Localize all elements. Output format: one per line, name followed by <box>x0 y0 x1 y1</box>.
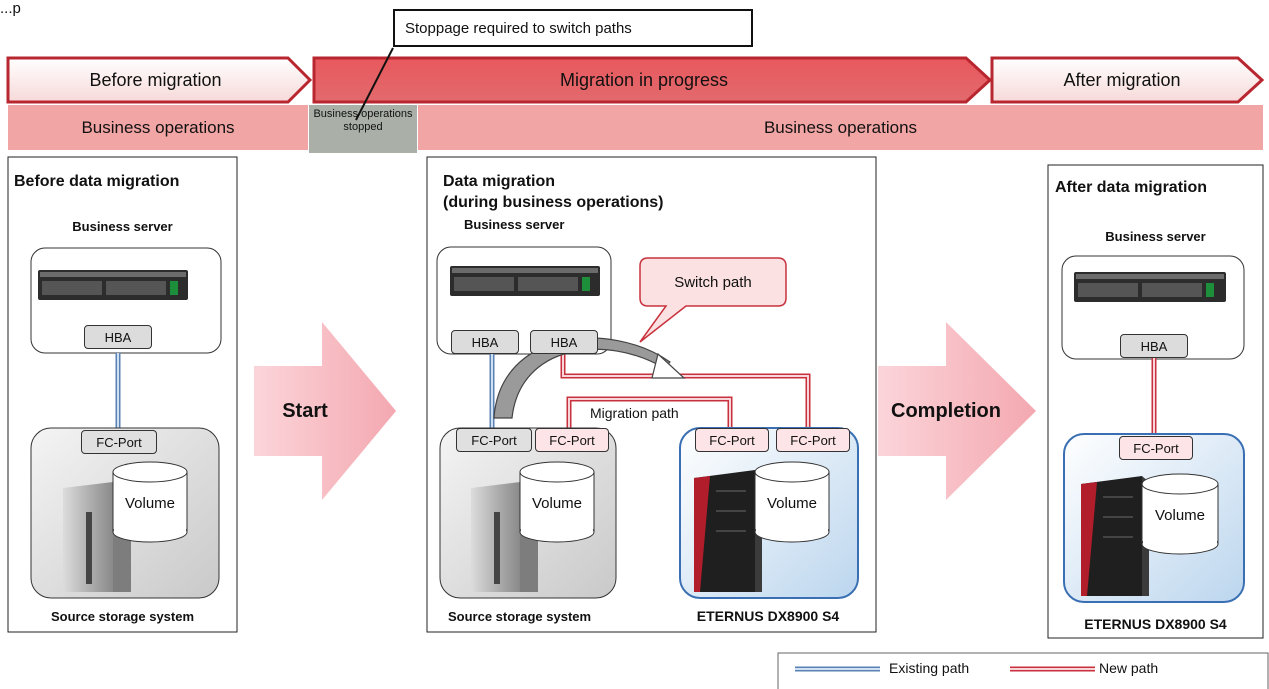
p2-title: Data migration (during business operatio… <box>443 171 663 213</box>
p3-server-label: Business server <box>1105 228 1206 244</box>
ops-left-label: Business operations <box>81 117 235 137</box>
p2-dst-volume-label: Volume <box>766 494 818 512</box>
p2-src-fc-port-1: FC-Port <box>456 428 532 452</box>
p2-src-volume-label: Volume <box>531 494 583 512</box>
p2-dst-bottom-label: ETERNUS DX8900 S4 <box>696 608 840 624</box>
p1-server-label: Business server <box>72 218 173 234</box>
legend-new-label: New path <box>1099 660 1159 676</box>
phase-progress-label: Migration in progress <box>559 69 729 90</box>
p1-bottom-label: Source storage system <box>50 608 195 624</box>
ops-right-label: Business operations <box>763 117 918 137</box>
completion-big-arrow <box>878 322 1036 500</box>
switch-curve-arrow <box>493 337 686 419</box>
top-callout-box: Stoppage required to switch paths <box>393 9 753 47</box>
ops-stopped-line2: stopped <box>343 121 383 133</box>
phase-before-banner <box>6 56 313 104</box>
p1-hba: HBA <box>84 325 152 349</box>
p2-eternus-unit <box>694 470 762 592</box>
p3-eternus-unit <box>1081 476 1149 596</box>
p2-title-line2: (during business operations) <box>443 194 664 211</box>
p1-server-icon <box>38 270 188 300</box>
ops-band-left <box>8 105 308 150</box>
p3-bottom-label: ETERNUS DX8900 S4 <box>1084 616 1227 632</box>
p3-title: After data migration <box>1055 179 1208 196</box>
p3-server-icon <box>1074 272 1226 302</box>
p1-title: Before data migration <box>14 173 180 190</box>
p2-source-volume-cylinder <box>519 461 595 543</box>
p3-volume-label: Volume <box>1154 506 1206 524</box>
p2-dest-volume-cylinder <box>754 461 830 543</box>
phase-after-banner <box>990 56 1265 104</box>
ops-band-stopped <box>309 105 417 153</box>
phase-progress-banner <box>312 56 993 104</box>
p2-dst-fc-port-1: FC-Port <box>695 428 769 452</box>
p2-hba-1: HBA <box>451 330 519 354</box>
phase-before-label: Before migration <box>89 69 222 90</box>
switch-callout-bubble <box>639 257 787 343</box>
start-big-arrow <box>254 322 396 500</box>
p3-fc-port: FC-Port <box>1119 436 1193 460</box>
p1-volume-label: Volume <box>124 494 176 512</box>
legend-existing-label: Existing path <box>889 660 970 676</box>
callout-pointer <box>355 47 394 121</box>
ops-stopped-line1: Business operations <box>313 108 413 120</box>
switch-callout-text: Switch path <box>674 273 752 291</box>
header-partial-text: ...p <box>0 0 21 17</box>
phase-after-label: After migration <box>1063 69 1181 90</box>
p3-volume-cylinder <box>1141 473 1219 555</box>
p1-fc-port: FC-Port <box>81 430 157 454</box>
p2-src-fc-port-2: FC-Port <box>535 428 609 452</box>
p2-server-icon <box>450 266 600 296</box>
p3-hba: HBA <box>1120 334 1188 358</box>
p2-src-bottom-label: Source storage system <box>448 608 592 624</box>
p2-dst-fc-port-2: FC-Port <box>776 428 850 452</box>
p2-title-line1: Data migration <box>443 173 556 190</box>
p2-hba-2: HBA <box>530 330 598 354</box>
ops-stopped-label: Business operations stopped <box>309 108 417 134</box>
ops-band-right <box>418 105 1263 150</box>
start-arrow-label: Start <box>282 399 328 422</box>
migration-path-label: Migration path <box>590 405 679 421</box>
p1-volume-cylinder <box>112 461 188 543</box>
p2-server-label: Business server <box>464 217 565 232</box>
completion-arrow-label: Completion <box>891 399 1001 422</box>
top-callout-text: Stoppage required to switch paths <box>405 19 632 37</box>
